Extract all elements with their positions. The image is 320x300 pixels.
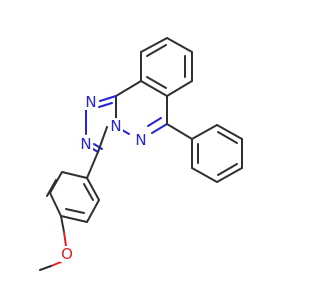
atom-nitrogen: N: [109, 117, 123, 135]
atom-nitrogen: N: [84, 93, 98, 111]
bond: [151, 123, 168, 134]
bond: [97, 126, 108, 153]
atom-nitrogen: N: [134, 131, 148, 149]
bond: [191, 167, 218, 183]
atom-nitrogen: N: [79, 135, 93, 153]
bond: [39, 265, 52, 271]
bond: [166, 123, 193, 140]
bond: [83, 183, 94, 201]
bond: [98, 102, 113, 108]
bond: [216, 167, 243, 183]
bond: [61, 171, 88, 179]
svg-text:N: N: [110, 117, 121, 135]
bond: [146, 44, 167, 57]
bond: [49, 171, 63, 194]
bond: [86, 177, 100, 201]
bond: [217, 131, 238, 144]
bond: [60, 215, 65, 233]
bond: [65, 208, 85, 214]
bond: [46, 179, 57, 197]
bond: [63, 231, 67, 247]
bond: [217, 163, 238, 176]
svg-text:O: O: [61, 245, 73, 263]
bond: [140, 80, 168, 97]
bond: [191, 124, 218, 140]
svg-text:N: N: [85, 93, 96, 111]
bond: [86, 199, 100, 223]
bond: [99, 95, 117, 102]
molecule-structure: N N N N O: [39, 37, 243, 271]
bond: [50, 261, 62, 267]
bond: [49, 192, 62, 217]
svg-text:N: N: [135, 131, 146, 149]
bond: [60, 215, 88, 223]
atom-oxygen: O: [60, 245, 74, 263]
bond: [93, 143, 103, 150]
bond: [115, 80, 142, 97]
bond: [147, 117, 162, 127]
bond: [140, 37, 168, 53]
bond: [86, 151, 99, 179]
bond: [166, 37, 193, 53]
molecule-canvas: N N N N O: [39, 37, 243, 271]
svg-text:N: N: [80, 135, 91, 153]
bond: [146, 76, 167, 89]
bond: [166, 80, 193, 97]
bond: [216, 124, 243, 140]
